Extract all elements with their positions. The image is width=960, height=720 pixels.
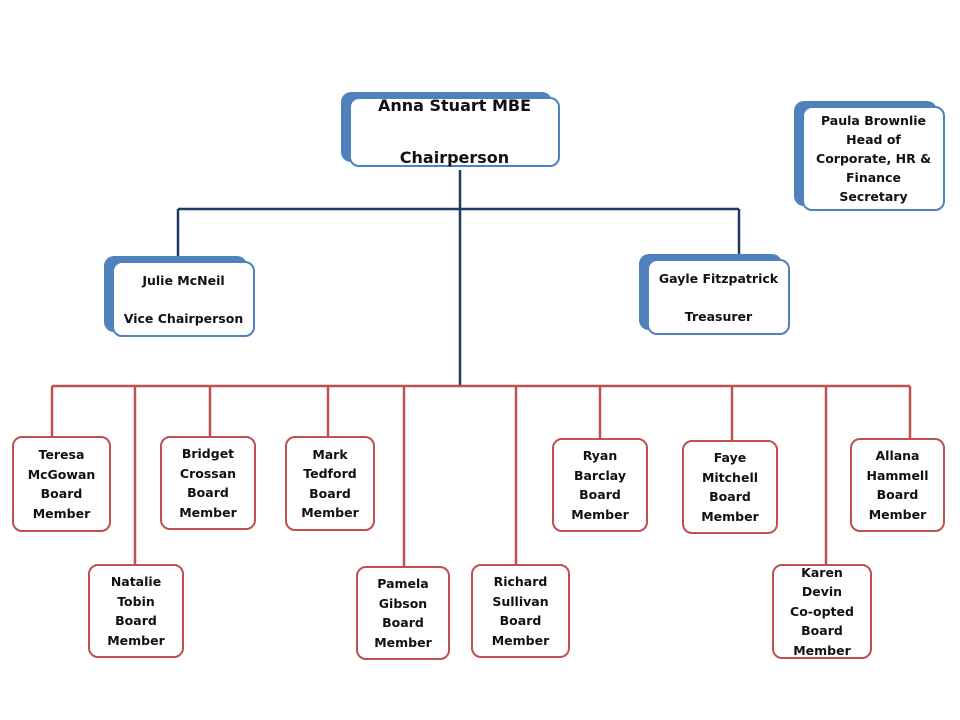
member-box-richard: Richard Sullivan Board Member: [471, 564, 570, 658]
chairperson-role: Chairperson: [399, 148, 510, 167]
member-box-pamela: Pamela Gibson Board Member: [356, 566, 450, 660]
vice-chair-name: Julie McNeil: [142, 272, 225, 288]
member-box-teresa: Teresa McGowan Board Member: [12, 436, 111, 532]
member-box-faye: Faye Mitchell Board Member: [682, 440, 778, 534]
member-box-allana: Allana Hammell Board Member: [850, 438, 945, 532]
vice-chair-box: Julie McNeil Vice Chairperson: [112, 261, 255, 337]
member-text: Allana Hammell Board Member: [866, 448, 929, 522]
chairperson-box: Anna Stuart MBE Chairperson: [349, 96, 560, 167]
member-text: Pamela Gibson Board Member: [374, 576, 432, 650]
secretary-text: Paula Brownlie Head of Corporate, HR & F…: [816, 113, 931, 204]
vice-chair-role: Vice Chairperson: [123, 310, 244, 326]
member-text: Bridget Crossan Board Member: [179, 446, 237, 520]
chairperson-name: Anna Stuart MBE: [377, 96, 532, 115]
treasurer-role: Treasurer: [684, 308, 753, 324]
treasurer-name: Gayle Fitzpatrick: [658, 270, 779, 286]
member-text: Richard Sullivan Board Member: [491, 574, 550, 648]
treasurer-box: Gayle Fitzpatrick Treasurer: [647, 259, 790, 335]
member-text: Faye Mitchell Board Member: [701, 450, 759, 524]
member-text: Teresa McGowan Board Member: [27, 447, 96, 521]
member-text: Mark Tedford Board Member: [301, 446, 359, 521]
member-box-bridget: Bridget Crossan Board Member: [160, 436, 256, 530]
member-box-ryan: Ryan Barclay Board Member: [552, 438, 648, 532]
member-text: Natalie Tobin Board Member: [107, 574, 165, 648]
member-box-natalie: Natalie Tobin Board Member: [88, 564, 184, 658]
member-box-mark: Mark Tedford Board Member: [285, 436, 375, 531]
member-text: Ryan Barclay Board Member: [571, 448, 629, 522]
secretary-box: Paula Brownlie Head of Corporate, HR & F…: [802, 106, 945, 211]
member-text: Karen Devin Co-opted Board Member: [790, 564, 854, 658]
member-box-karen: Karen Devin Co-opted Board Member: [772, 564, 872, 659]
